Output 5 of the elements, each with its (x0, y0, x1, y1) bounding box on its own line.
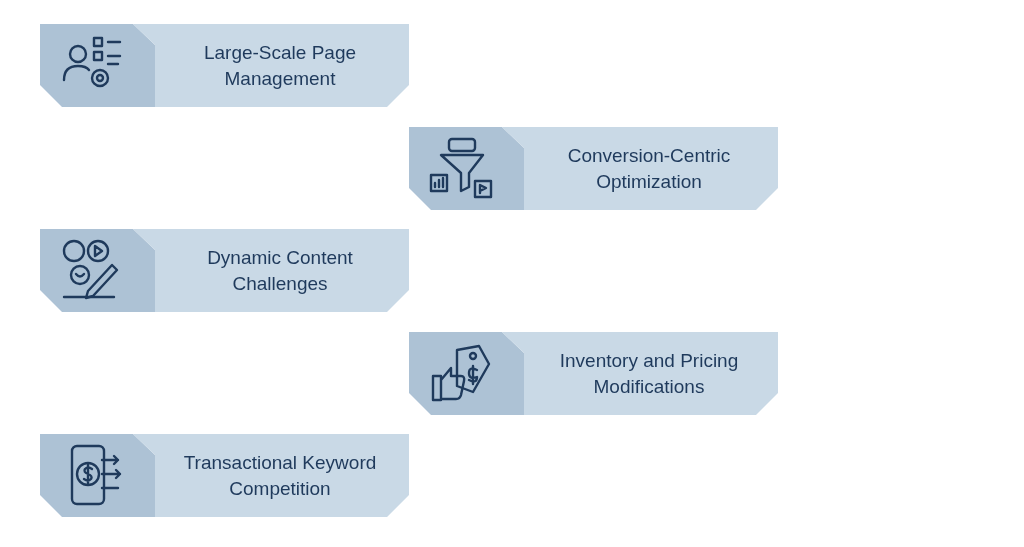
card-title: Dynamic Content Challenges (206, 245, 354, 296)
card-title: Transactional Keyword Competition (182, 450, 378, 501)
card-title: Inventory and Pricing Modifications (558, 348, 740, 399)
card-title: Conversion-Centric Optimization (566, 143, 732, 194)
card-title: Large-Scale Page Management (202, 40, 358, 91)
